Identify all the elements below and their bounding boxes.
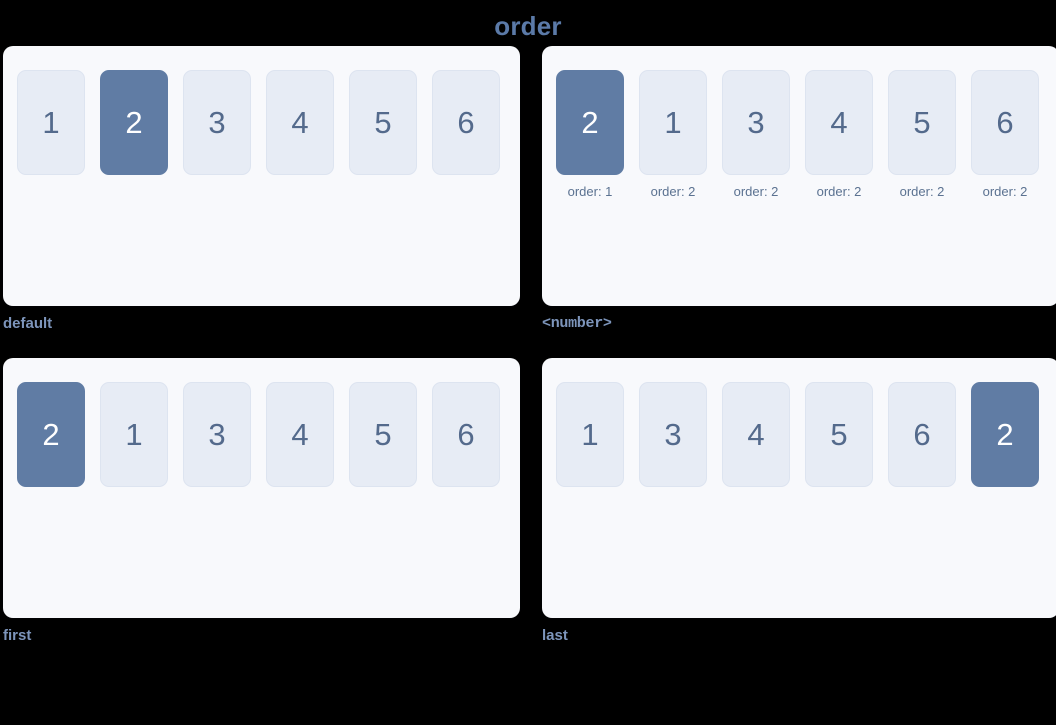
tile-group: 6 — [432, 382, 500, 487]
order-demo-panel: 2 order: 1 1 order: 2 3 order: 2 4 order: 2 5 ord… — [542, 46, 1056, 306]
order-tile[interactable]: 1 — [100, 382, 168, 487]
order-tile[interactable]: 4 — [266, 382, 334, 487]
order-tile-highlighted[interactable]: 2 — [971, 382, 1039, 487]
tile-group: 4 — [266, 70, 334, 175]
tile-row: 2 order: 1 1 order: 2 3 order: 2 4 order: 2 5 ord… — [556, 70, 1056, 199]
tile-order-note: order: 2 — [650, 184, 696, 199]
order-tile-highlighted[interactable]: 2 — [100, 70, 168, 175]
order-tile[interactable]: 5 — [888, 70, 956, 175]
tile-order-note: order: 2 — [733, 184, 779, 199]
tile-group: 1 order: 2 — [639, 70, 707, 199]
tile-group: 5 — [349, 70, 417, 175]
tile-group: 2 — [971, 382, 1039, 487]
tile-group: 1 — [17, 70, 85, 175]
order-tile[interactable]: 3 — [639, 382, 707, 487]
panel-caption: default — [3, 315, 53, 332]
order-tile[interactable]: 5 — [805, 382, 873, 487]
order-tile[interactable]: 6 — [432, 382, 500, 487]
tile-group: 2 — [100, 70, 168, 175]
order-tile[interactable]: 6 — [888, 382, 956, 487]
tile-group: 6 — [888, 382, 956, 487]
tile-group: 3 — [183, 382, 251, 487]
panel-caption: <number> — [542, 315, 612, 332]
tile-order-note: order: 1 — [567, 184, 613, 199]
tile-group: 2 — [17, 382, 85, 487]
order-tile[interactable]: 4 — [805, 70, 873, 175]
tile-group: 2 order: 1 — [556, 70, 624, 199]
tile-group: 1 — [556, 382, 624, 487]
panel-caption: first — [3, 627, 32, 644]
order-tile[interactable]: 6 — [432, 70, 500, 175]
order-tile[interactable]: 3 — [183, 382, 251, 487]
order-tile[interactable]: 1 — [556, 382, 624, 487]
tile-group: 3 order: 2 — [722, 70, 790, 199]
tile-order-note: order: 2 — [899, 184, 945, 199]
tile-group: 5 order: 2 — [888, 70, 956, 199]
page-title: order — [494, 11, 562, 41]
tile-group: 3 — [639, 382, 707, 487]
order-tile[interactable]: 3 — [183, 70, 251, 175]
tile-group: 6 — [432, 70, 500, 175]
panel-caption: last — [542, 627, 568, 644]
tile-group: 3 — [183, 70, 251, 175]
order-tile[interactable]: 3 — [722, 70, 790, 175]
demo-cell: 2 order: 1 1 order: 2 3 order: 2 4 order: 2 5 ord… — [542, 46, 1056, 335]
tile-group: 5 — [349, 382, 417, 487]
tile-group: 5 — [805, 382, 873, 487]
order-tile-highlighted[interactable]: 2 — [556, 70, 624, 175]
tile-group: 4 order: 2 — [805, 70, 873, 199]
tile-group: 4 — [266, 382, 334, 487]
tile-order-note: order: 2 — [982, 184, 1028, 199]
order-tile[interactable]: 5 — [349, 70, 417, 175]
order-tile-highlighted[interactable]: 2 — [17, 382, 85, 487]
order-tile[interactable]: 4 — [266, 70, 334, 175]
tile-group: 6 order: 2 — [971, 70, 1039, 199]
order-tile[interactable]: 1 — [639, 70, 707, 175]
order-tile[interactable]: 4 — [722, 382, 790, 487]
order-tile[interactable]: 1 — [17, 70, 85, 175]
tile-group: 4 — [722, 382, 790, 487]
tile-group: 1 — [100, 382, 168, 487]
order-tile[interactable]: 5 — [349, 382, 417, 487]
tile-order-note: order: 2 — [816, 184, 862, 199]
order-tile[interactable]: 6 — [971, 70, 1039, 175]
